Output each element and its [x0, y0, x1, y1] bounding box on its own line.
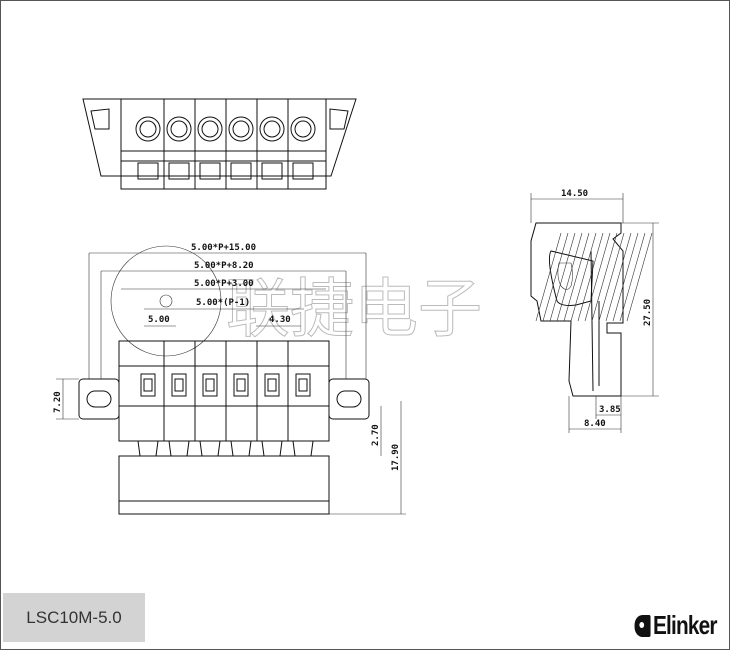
dim-flange-height: 7.20 — [53, 391, 63, 413]
dim-flange: 5.00*P+8.20 — [194, 261, 254, 271]
pin-tooth — [261, 440, 283, 457]
pin-tooth — [137, 440, 159, 457]
screw-hole — [197, 116, 223, 142]
wire-slot — [199, 162, 221, 180]
wire-slot — [261, 162, 283, 180]
contact-window — [264, 373, 280, 397]
watermark-text: 联捷电子 — [226, 273, 482, 347]
side-view — [530, 222, 653, 397]
dim-step: 2.70 — [371, 424, 381, 446]
wire-slot — [292, 162, 314, 180]
contact-window — [295, 373, 311, 397]
watermark: 联捷电子 — [110, 245, 483, 357]
dim-side-height: 27.50 — [643, 299, 653, 326]
front-view — [78, 340, 370, 515]
dim-body: 5.00*P+3.00 — [194, 279, 254, 289]
dim-pitch: 5.00 — [148, 315, 170, 325]
screw-hole — [135, 116, 161, 142]
dimension-labels: 5.00*P+15.00 5.00*P+8.20 5.00*P+3.00 5.0… — [53, 189, 653, 471]
brand-name: Elinker — [653, 610, 718, 640]
dim-pin-offset: 3.85 — [599, 405, 621, 415]
screw-hole — [290, 116, 316, 142]
top-view — [82, 98, 357, 190]
contact-window — [202, 373, 218, 397]
pin-tooth — [199, 440, 221, 457]
contact-window — [171, 373, 187, 397]
screw-hole — [228, 116, 254, 142]
contact-window — [233, 373, 249, 397]
dimension-lines — [56, 193, 659, 515]
dim-side-width: 14.50 — [561, 189, 588, 199]
contact-window — [140, 373, 156, 397]
screw-hole — [259, 116, 285, 142]
model-number-label: LSC10M-5.0 — [3, 593, 145, 642]
wire-slot — [168, 162, 190, 180]
pin-tooth — [292, 440, 314, 457]
dim-front-height: 17.90 — [391, 444, 401, 471]
brand-logo: Elinker — [634, 610, 718, 641]
pin-tooth — [168, 440, 190, 457]
wire-slot — [137, 162, 159, 180]
dim-overall: 5.00*P+15.00 — [191, 243, 256, 253]
wire-slot — [230, 162, 252, 180]
pin-tooth — [230, 440, 252, 457]
dim-base-width: 8.40 — [584, 419, 606, 429]
logo-mark-icon — [634, 614, 651, 637]
dim-window: 4.30 — [269, 315, 291, 325]
dim-pitch-span: 5.00*(P-1) — [196, 298, 250, 308]
screw-hole — [166, 116, 192, 142]
